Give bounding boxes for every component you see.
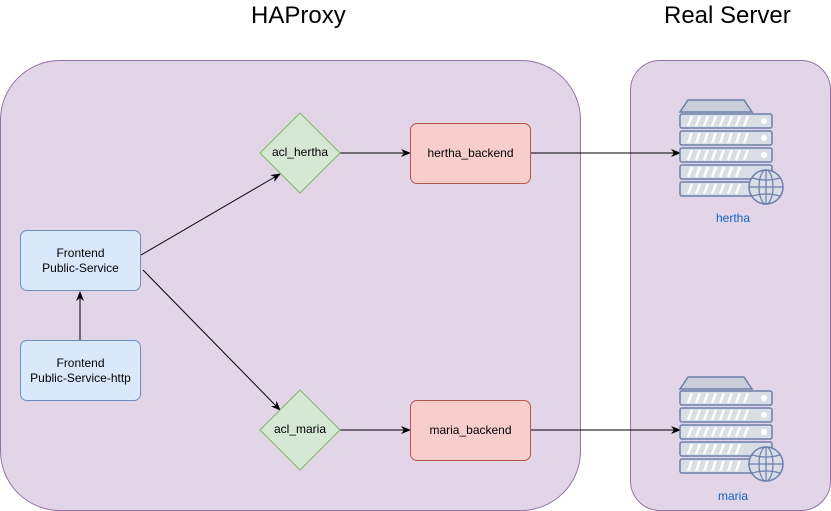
acl-maria-label[interactable]: acl_maria xyxy=(273,422,327,436)
haproxy-title: HAProxy xyxy=(251,2,346,29)
acl-maria-diamond xyxy=(259,389,341,471)
maria-backend-label: maria_backend xyxy=(429,423,512,437)
server-hertha-label[interactable]: hertha xyxy=(715,211,751,225)
acl-hertha-diamond xyxy=(259,112,341,194)
hertha-backend[interactable]: hertha_backend xyxy=(410,123,531,184)
globe-icon xyxy=(748,169,784,205)
edge-public-to-acl-hertha xyxy=(140,173,281,256)
hertha-backend-label: hertha_backend xyxy=(427,146,514,160)
frontend-label-line2: Public-Service xyxy=(42,260,119,275)
edge-public-to-acl-maria xyxy=(142,269,281,411)
real-server-title: Real Server xyxy=(664,2,791,29)
maria-backend[interactable]: maria_backend xyxy=(410,400,531,461)
frontend-label-line2: Public-Service-http xyxy=(30,370,131,385)
frontend-public-service-http[interactable]: Frontend Public-Service-http xyxy=(20,340,141,401)
globe-icon xyxy=(748,446,784,482)
web-server-icon xyxy=(678,376,784,482)
web-server-icon xyxy=(678,99,784,205)
acl-hertha-label[interactable]: acl_hertha xyxy=(271,145,329,159)
server-maria-label[interactable]: maria xyxy=(717,489,748,503)
frontend-public-service[interactable]: Frontend Public-Service xyxy=(20,230,141,291)
frontend-label-line1: Frontend xyxy=(56,355,105,370)
frontend-label-line1: Frontend xyxy=(56,245,105,260)
